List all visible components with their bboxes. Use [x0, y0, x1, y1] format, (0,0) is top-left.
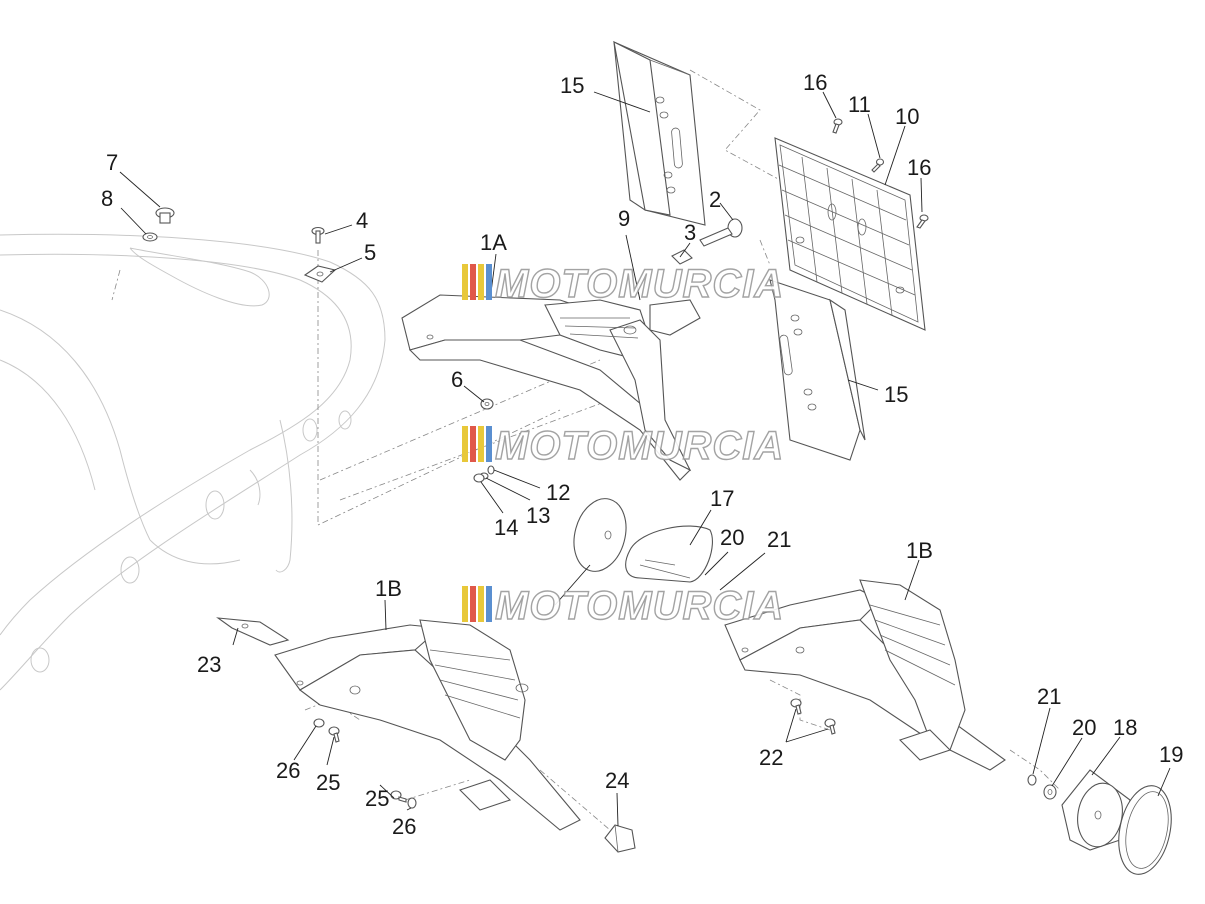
rear-body-outline: [0, 233, 386, 691]
callout-16-right: 16: [907, 155, 931, 180]
callout-17: 17: [710, 486, 734, 511]
watermark-stripe-4: [486, 264, 492, 300]
watermark-stripe-2: [470, 264, 476, 300]
watermark-stripe-3: [478, 264, 484, 300]
watermark-text: MOTOMURCIA: [495, 584, 784, 628]
callout-12: 12: [546, 480, 570, 505]
callout-15-bottom: 15: [884, 382, 908, 407]
callout-13: 13: [526, 503, 550, 528]
part-10-plate-grid: [774, 137, 926, 331]
part-5-clip: [303, 265, 337, 283]
part-4-screw: [311, 226, 325, 244]
part-8-washer: [142, 232, 158, 242]
callout-26-a: 26: [276, 758, 300, 783]
callout-18: 18: [1113, 715, 1137, 740]
watermark-text: MOTOMURCIA: [495, 262, 784, 306]
watermark-stripe-4: [486, 426, 492, 462]
callout-6: 6: [451, 367, 463, 392]
callout-21-mid: 21: [767, 527, 791, 552]
callout-25-b: 25: [365, 786, 389, 811]
callout-21-right: 21: [1037, 684, 1061, 709]
callout-2: 2: [709, 187, 721, 212]
callout-25-a: 25: [316, 770, 340, 795]
part-25-screw-b: [390, 790, 407, 803]
part-14-nut: [473, 473, 485, 483]
callout-3: 3: [684, 220, 696, 245]
watermark-stripe-2: [470, 586, 476, 622]
part-23-plate: [216, 617, 290, 646]
watermark-bottom: MOTOMURCIA: [462, 583, 784, 629]
watermark-middle: MOTOMURCIA: [462, 423, 784, 469]
callout-20-right: 20: [1072, 715, 1096, 740]
part-1A-bracket: [401, 294, 701, 481]
callout-10: 10: [895, 104, 919, 129]
part-15-cover-bottom: [769, 279, 866, 461]
callout-20-mid: 20: [720, 525, 744, 550]
callout-26-b: 26: [392, 814, 416, 839]
watermark-stripe-3: [478, 586, 484, 622]
part-15-cover-top: [613, 41, 706, 226]
watermark-text: MOTOMURCIA: [495, 424, 784, 468]
leader-lines: [119, 91, 1171, 827]
callout-1B-left: 1B: [375, 576, 402, 601]
callout-1A: 1A: [480, 230, 507, 255]
watermark-stripe-4: [486, 586, 492, 622]
part-26-washer-a: [313, 718, 325, 728]
part-1B-left-bracket: [274, 619, 581, 831]
callout-7: 7: [106, 150, 118, 175]
callout-19: 19: [1159, 742, 1183, 767]
part-19-reflector-lens: [1118, 785, 1172, 875]
watermark-stripe-2: [470, 426, 476, 462]
part-18-reflector-housing: [1061, 769, 1131, 851]
part-24-buffer: [604, 824, 636, 853]
part-2-screw: [699, 218, 743, 247]
callout-4: 4: [356, 208, 368, 233]
part-26-washer-b: [407, 797, 417, 809]
callout-labels: 7 8 4 5 1A 6 9 3 2 15 16 11 10 16 15 12 …: [101, 70, 1183, 839]
watermark-stripe-1: [462, 264, 468, 300]
part-20-washer-right: [1043, 784, 1057, 800]
part-16-screw-top: [832, 118, 843, 134]
callout-24: 24: [605, 768, 629, 793]
callout-5: 5: [364, 240, 376, 265]
part-21-nut-right: [1027, 774, 1037, 786]
callout-14: 14: [494, 515, 518, 540]
callout-23: 23: [197, 652, 221, 677]
watermark-stripe-3: [478, 426, 484, 462]
callout-1B-right: 1B: [906, 538, 933, 563]
part-16-screw-right: [916, 214, 929, 229]
part-22-screw-b: [824, 718, 836, 735]
callout-9: 9: [618, 206, 630, 231]
callout-8: 8: [101, 186, 113, 211]
part-11-screw: [871, 158, 885, 173]
callout-16-top: 16: [803, 70, 827, 95]
callout-11: 11: [848, 92, 871, 117]
part-7-screw: [155, 207, 175, 224]
part-17-lamp: [573, 498, 713, 583]
callout-22: 22: [759, 745, 783, 770]
callout-15-top: 15: [560, 73, 584, 98]
part-25-screw-a: [328, 726, 340, 743]
watermark-stripe-1: [462, 426, 468, 462]
part-22-screw-a: [790, 698, 802, 715]
watermark-stripe-1: [462, 586, 468, 622]
part-12-spring: [487, 465, 495, 475]
part-3-nut: [671, 249, 693, 265]
watermark-top: MOTOMURCIA: [462, 261, 784, 307]
part-1B-right-bracket: [724, 579, 1006, 771]
